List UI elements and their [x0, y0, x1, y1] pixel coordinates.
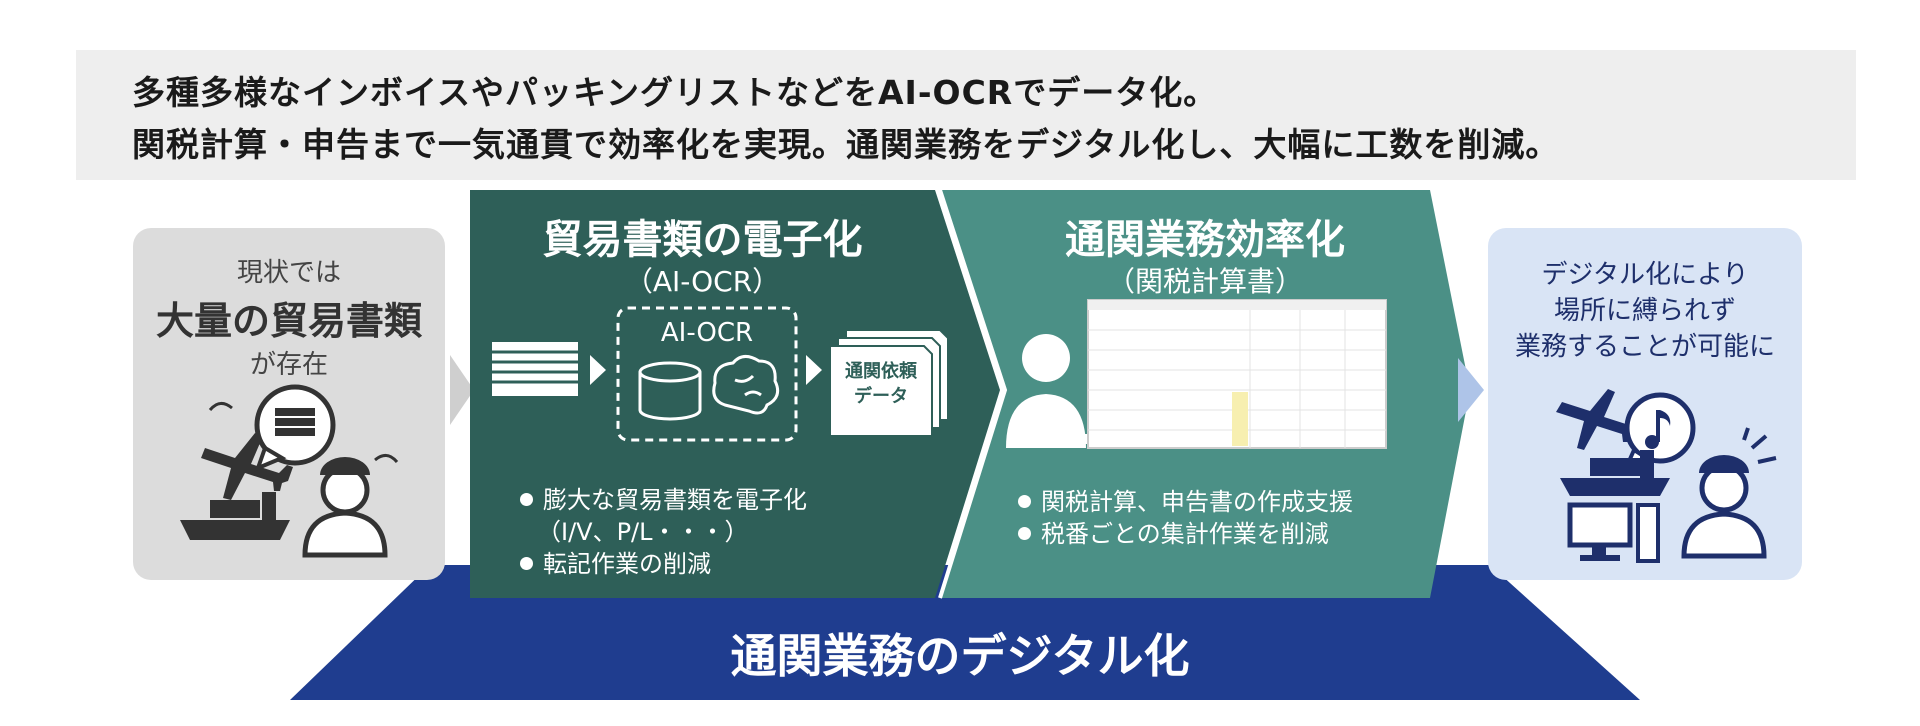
headline-line-2: 関税計算・申告まで一気通貫で効率化を実現。通関業務をデジタル化し、大幅に工数を削…: [132, 125, 1560, 164]
worker-icon: [1681, 427, 1777, 559]
digitization-panel: [470, 190, 1000, 598]
current-state-line-1: 現状では: [236, 258, 341, 288]
music-note-bubble-icon: [1622, 392, 1696, 472]
ship-icon: [180, 492, 290, 540]
digitization-subtitle: （AI-OCR）: [624, 265, 781, 298]
base-banner-label: 通関業務のデジタル化: [730, 629, 1190, 683]
digitization-title: 貿易書類の電子化: [542, 217, 863, 263]
digitization-bullet-2: 転記作業の削減: [520, 544, 711, 579]
brain-icon: [712, 355, 780, 415]
output-doc-line-2: データ: [854, 386, 908, 407]
arrow-icon: [590, 355, 606, 385]
bullet-dot: [1018, 494, 1031, 508]
documents-icon: [829, 329, 949, 437]
future-state-line-3: 業務することが可能に: [1514, 332, 1775, 362]
future-state-line-2: 場所に縛られず: [1553, 296, 1736, 326]
digitization-bullet-1: 膨大な貿易書類を電子化: [520, 480, 807, 515]
arrow-icon: [806, 355, 822, 385]
current-state-line-2: 大量の貿易書類: [155, 299, 422, 343]
output-doc-line-1: 通関依頼: [845, 361, 917, 382]
ai-ocr-label: AI-OCR: [660, 318, 754, 348]
bullet-dot: [520, 556, 533, 570]
base-banner-shape: [290, 565, 1640, 700]
blue-arrow-icon: [1458, 358, 1484, 422]
document-stack-icon: [492, 342, 578, 396]
airplane-icon: [201, 433, 293, 500]
computer-icon: [1567, 502, 1660, 563]
cloud-swirl-icon: [208, 402, 399, 464]
paper-stack-icon: [275, 408, 315, 436]
ship-icon: [1560, 450, 1670, 496]
database-icon: [638, 361, 702, 421]
headline-line-1: 多種多様なインボイスやパッキングリストなどをAI-OCRでデータ化。: [132, 73, 1218, 112]
worker-icon: [302, 457, 388, 558]
headline-band: 多種多様なインボイスやパッキングリストなどをAI-OCRでデータ化。 関税計算・…: [76, 50, 1856, 180]
ai-ocr-dashed-box: [616, 306, 798, 442]
efficiency-subtitle: （関税計算書）: [1106, 265, 1303, 298]
digitization-bullet-1-detail: （I/V、P/L・・・）: [537, 518, 749, 546]
speech-bubble-icon: [254, 384, 336, 472]
bullet-dot: [520, 492, 533, 506]
grey-arrow-icon: [450, 355, 474, 425]
efficiency-title: 通関業務効率化: [1065, 217, 1345, 263]
current-state-line-3: が存在: [249, 350, 328, 380]
bullet-dot: [1018, 526, 1031, 540]
spreadsheet-screenshot: [1087, 299, 1387, 449]
future-state-line-1: デジタル化により: [1541, 260, 1749, 290]
efficiency-bullet-2: 税番ごとの集計作業を削減: [1018, 514, 1329, 549]
efficiency-bullet-1: 関税計算、申告書の作成支援: [1018, 482, 1353, 517]
airplane-icon: [1556, 389, 1642, 450]
music-note-icon: [1645, 410, 1671, 449]
